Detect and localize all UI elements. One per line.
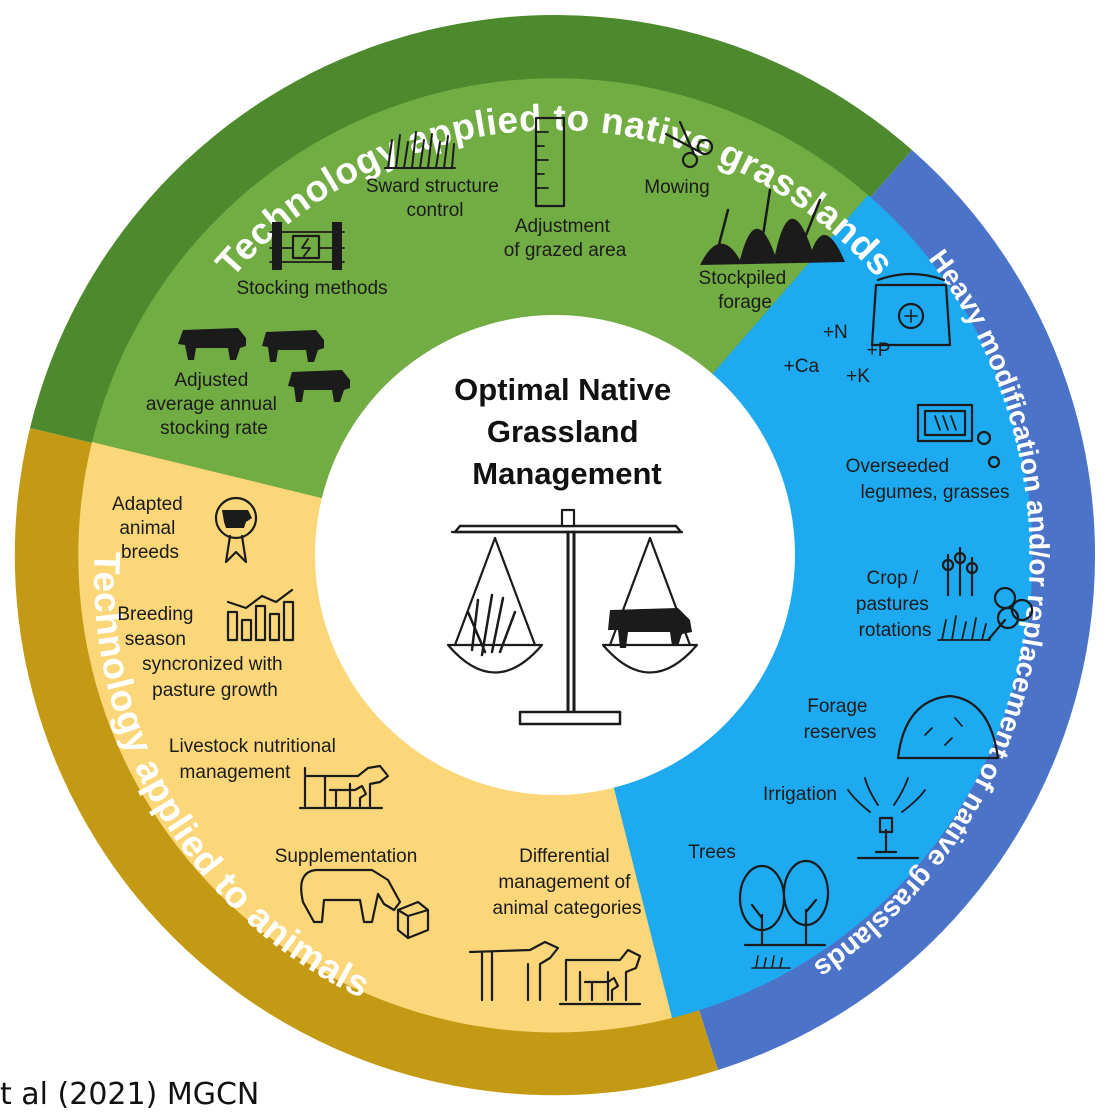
- hay-pile-icon: [896, 694, 1000, 760]
- inner-ring-blue-sector: [555, 195, 1033, 1018]
- trees-label: Trees: [688, 842, 736, 863]
- cow-feeding-icon: [300, 868, 430, 940]
- irrigation-label: Irrigation: [763, 784, 837, 805]
- stocking-rate-label: Adjusted average annual stocking rate: [146, 370, 282, 439]
- inner-ring-green-sector: [92, 78, 868, 555]
- stockpiled-forage-label: Stockpiled forage: [699, 268, 792, 313]
- sward-structure-icon: [384, 131, 456, 169]
- cattle-icon: [178, 328, 350, 402]
- citation-text: t al (2021) MGCN: [0, 1077, 260, 1112]
- animal-categories-icon: [468, 940, 642, 1006]
- adapted-breeds-label: Adapted animal breeds: [112, 494, 188, 563]
- livestock-nutritional-label: Livestock nutritional management: [169, 736, 341, 783]
- sward-structure-label: Sward structure control: [366, 176, 504, 221]
- breeding-season-label: Breeding season syncronized with pasture…: [117, 604, 288, 701]
- bar-chart-icon: [226, 588, 295, 642]
- balance-scale-icon: [446, 508, 699, 726]
- mowing-label: Mowing: [644, 177, 709, 198]
- trees-icon: [738, 859, 830, 969]
- crop-rotation-icon: [937, 546, 1034, 642]
- seed-drill-icon: [916, 403, 1001, 469]
- crop-rotation-label: Crop / pastures rotations: [856, 568, 934, 641]
- tall-grass-icon: [700, 188, 845, 265]
- center-title: Optimal Native Grassland Management: [454, 372, 680, 491]
- breed-badge-icon: [214, 496, 258, 564]
- electric-fence-icon: [269, 222, 345, 270]
- supplementation-label: Supplementation: [275, 846, 418, 867]
- center-circle: [315, 315, 795, 795]
- stocking-methods-label: Stocking methods: [236, 278, 387, 299]
- fertilizer-bag-icon: [870, 272, 952, 347]
- cow-calf-icon: [298, 764, 390, 810]
- nutrient-labels: +N +P +Ca +K: [784, 322, 896, 387]
- sprinkler-icon: [847, 777, 926, 860]
- forage-reserves-label: Forage reserves: [804, 696, 877, 743]
- differential-management-label: Differential management of animal catego…: [493, 846, 642, 919]
- ruler-icon: [534, 116, 566, 208]
- overseeded-label: Overseeded legumes, grasses: [846, 456, 1010, 503]
- scissors-icon: [664, 120, 714, 169]
- adjustment-label: Adjustment of grazed area: [504, 216, 627, 261]
